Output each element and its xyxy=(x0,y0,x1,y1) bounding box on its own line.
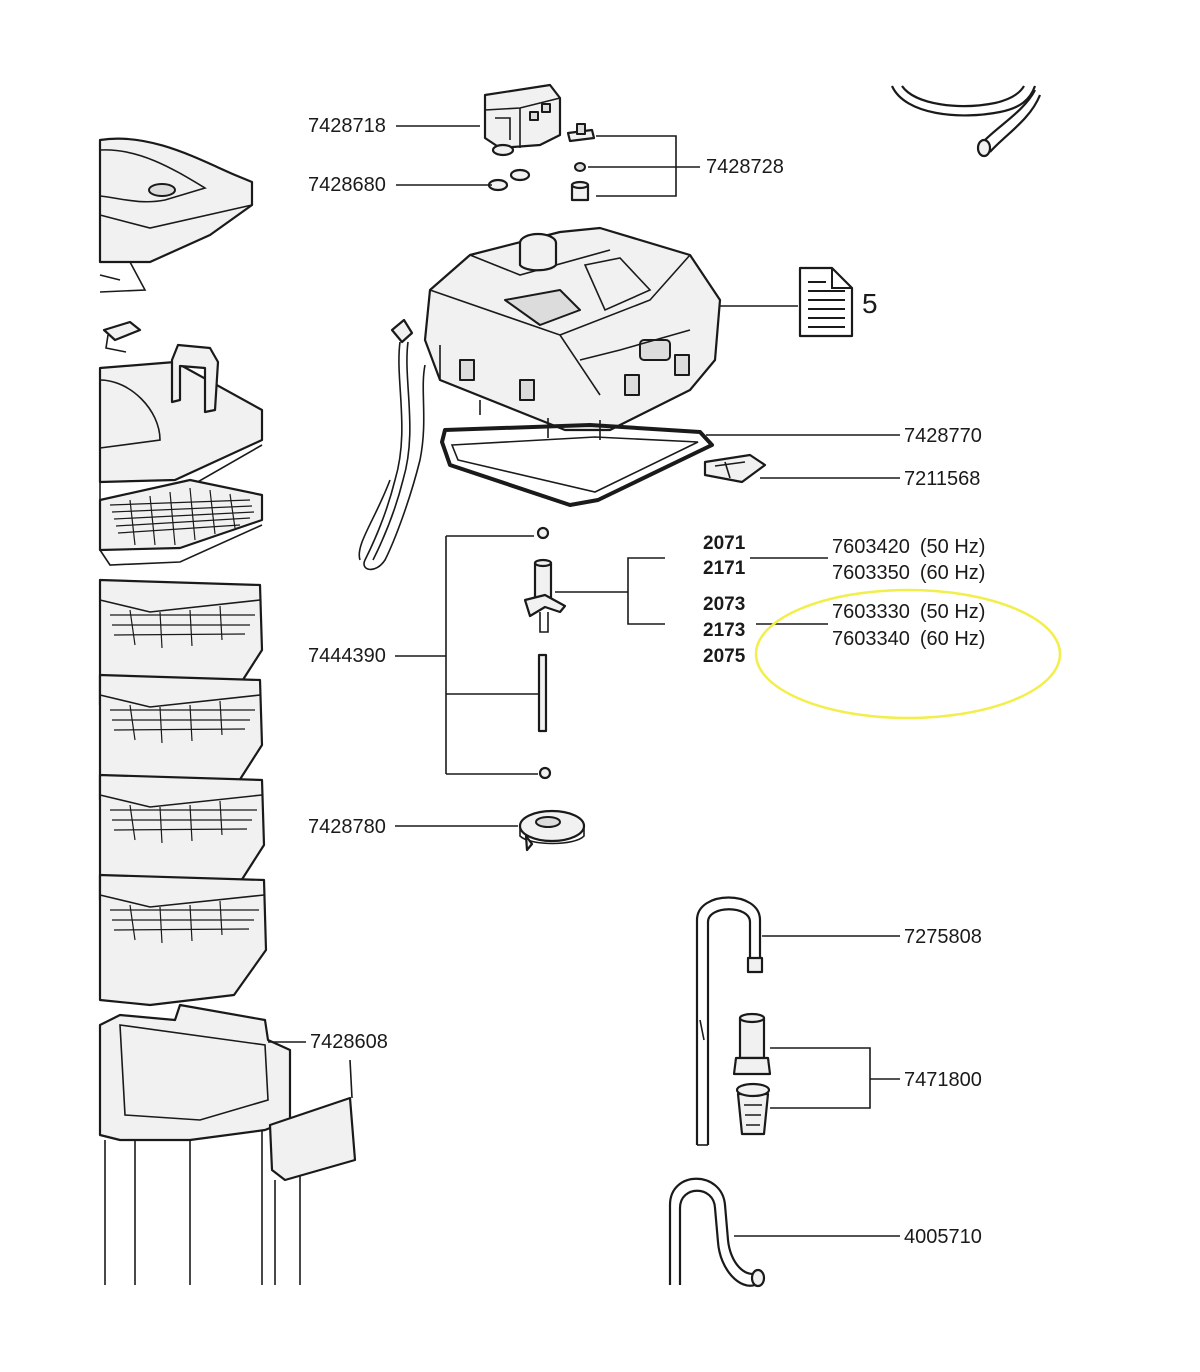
impeller-part: 7603350 xyxy=(832,562,910,584)
label-7428680: 7428680 xyxy=(308,174,386,196)
impeller-row: 7603420 (50 Hz) xyxy=(832,537,985,557)
impeller-part: 7603340 xyxy=(832,628,910,650)
impeller-row: 7603350 (60 Hz) xyxy=(832,563,985,583)
hose-drawing xyxy=(890,85,1042,158)
highlight-ellipse xyxy=(754,588,1062,720)
small-parts-drawing xyxy=(483,83,596,202)
impeller-freq: (50 Hz) xyxy=(919,536,986,558)
impeller-part: 7603420 xyxy=(832,536,910,558)
label-7275808: 7275808 xyxy=(904,926,982,948)
label-7471800: 7471800 xyxy=(904,1069,982,1091)
impeller-row: 7603330 (50 Hz) xyxy=(832,602,985,622)
label-7428728: 7428728 xyxy=(706,156,784,178)
filter-canister-drawing xyxy=(98,137,357,1285)
document-icon xyxy=(798,266,854,338)
impeller-freq: (60 Hz) xyxy=(919,628,986,650)
label-7428718: 7428718 xyxy=(308,115,386,137)
label-7428770: 7428770 xyxy=(904,425,982,447)
impeller-freq: (60 Hz) xyxy=(919,562,986,584)
model-2173: 2173 xyxy=(703,620,746,641)
label-4005710: 4005710 xyxy=(904,1226,982,1248)
leader-lines xyxy=(268,125,900,1237)
model-2171: 2171 xyxy=(703,558,746,579)
impeller-row: 7603340 (60 Hz) xyxy=(832,629,985,649)
label-7428608: 7428608 xyxy=(310,1031,388,1053)
impeller-freq: (50 Hz) xyxy=(919,601,986,623)
label-7211568: 7211568 xyxy=(904,468,981,490)
model-2075: 2075 xyxy=(703,646,746,667)
impeller-part: 7603330 xyxy=(832,601,910,623)
model-2071: 2071 xyxy=(703,533,746,554)
pipes-drawing xyxy=(668,896,772,1288)
motor-head-drawing xyxy=(358,226,767,571)
label-7428780: 7428780 xyxy=(308,816,386,838)
model-2073: 2073 xyxy=(703,594,746,615)
impeller-drawing xyxy=(518,526,586,852)
doc-ref-number: 5 xyxy=(862,288,878,319)
label-7444390: 7444390 xyxy=(308,645,386,667)
